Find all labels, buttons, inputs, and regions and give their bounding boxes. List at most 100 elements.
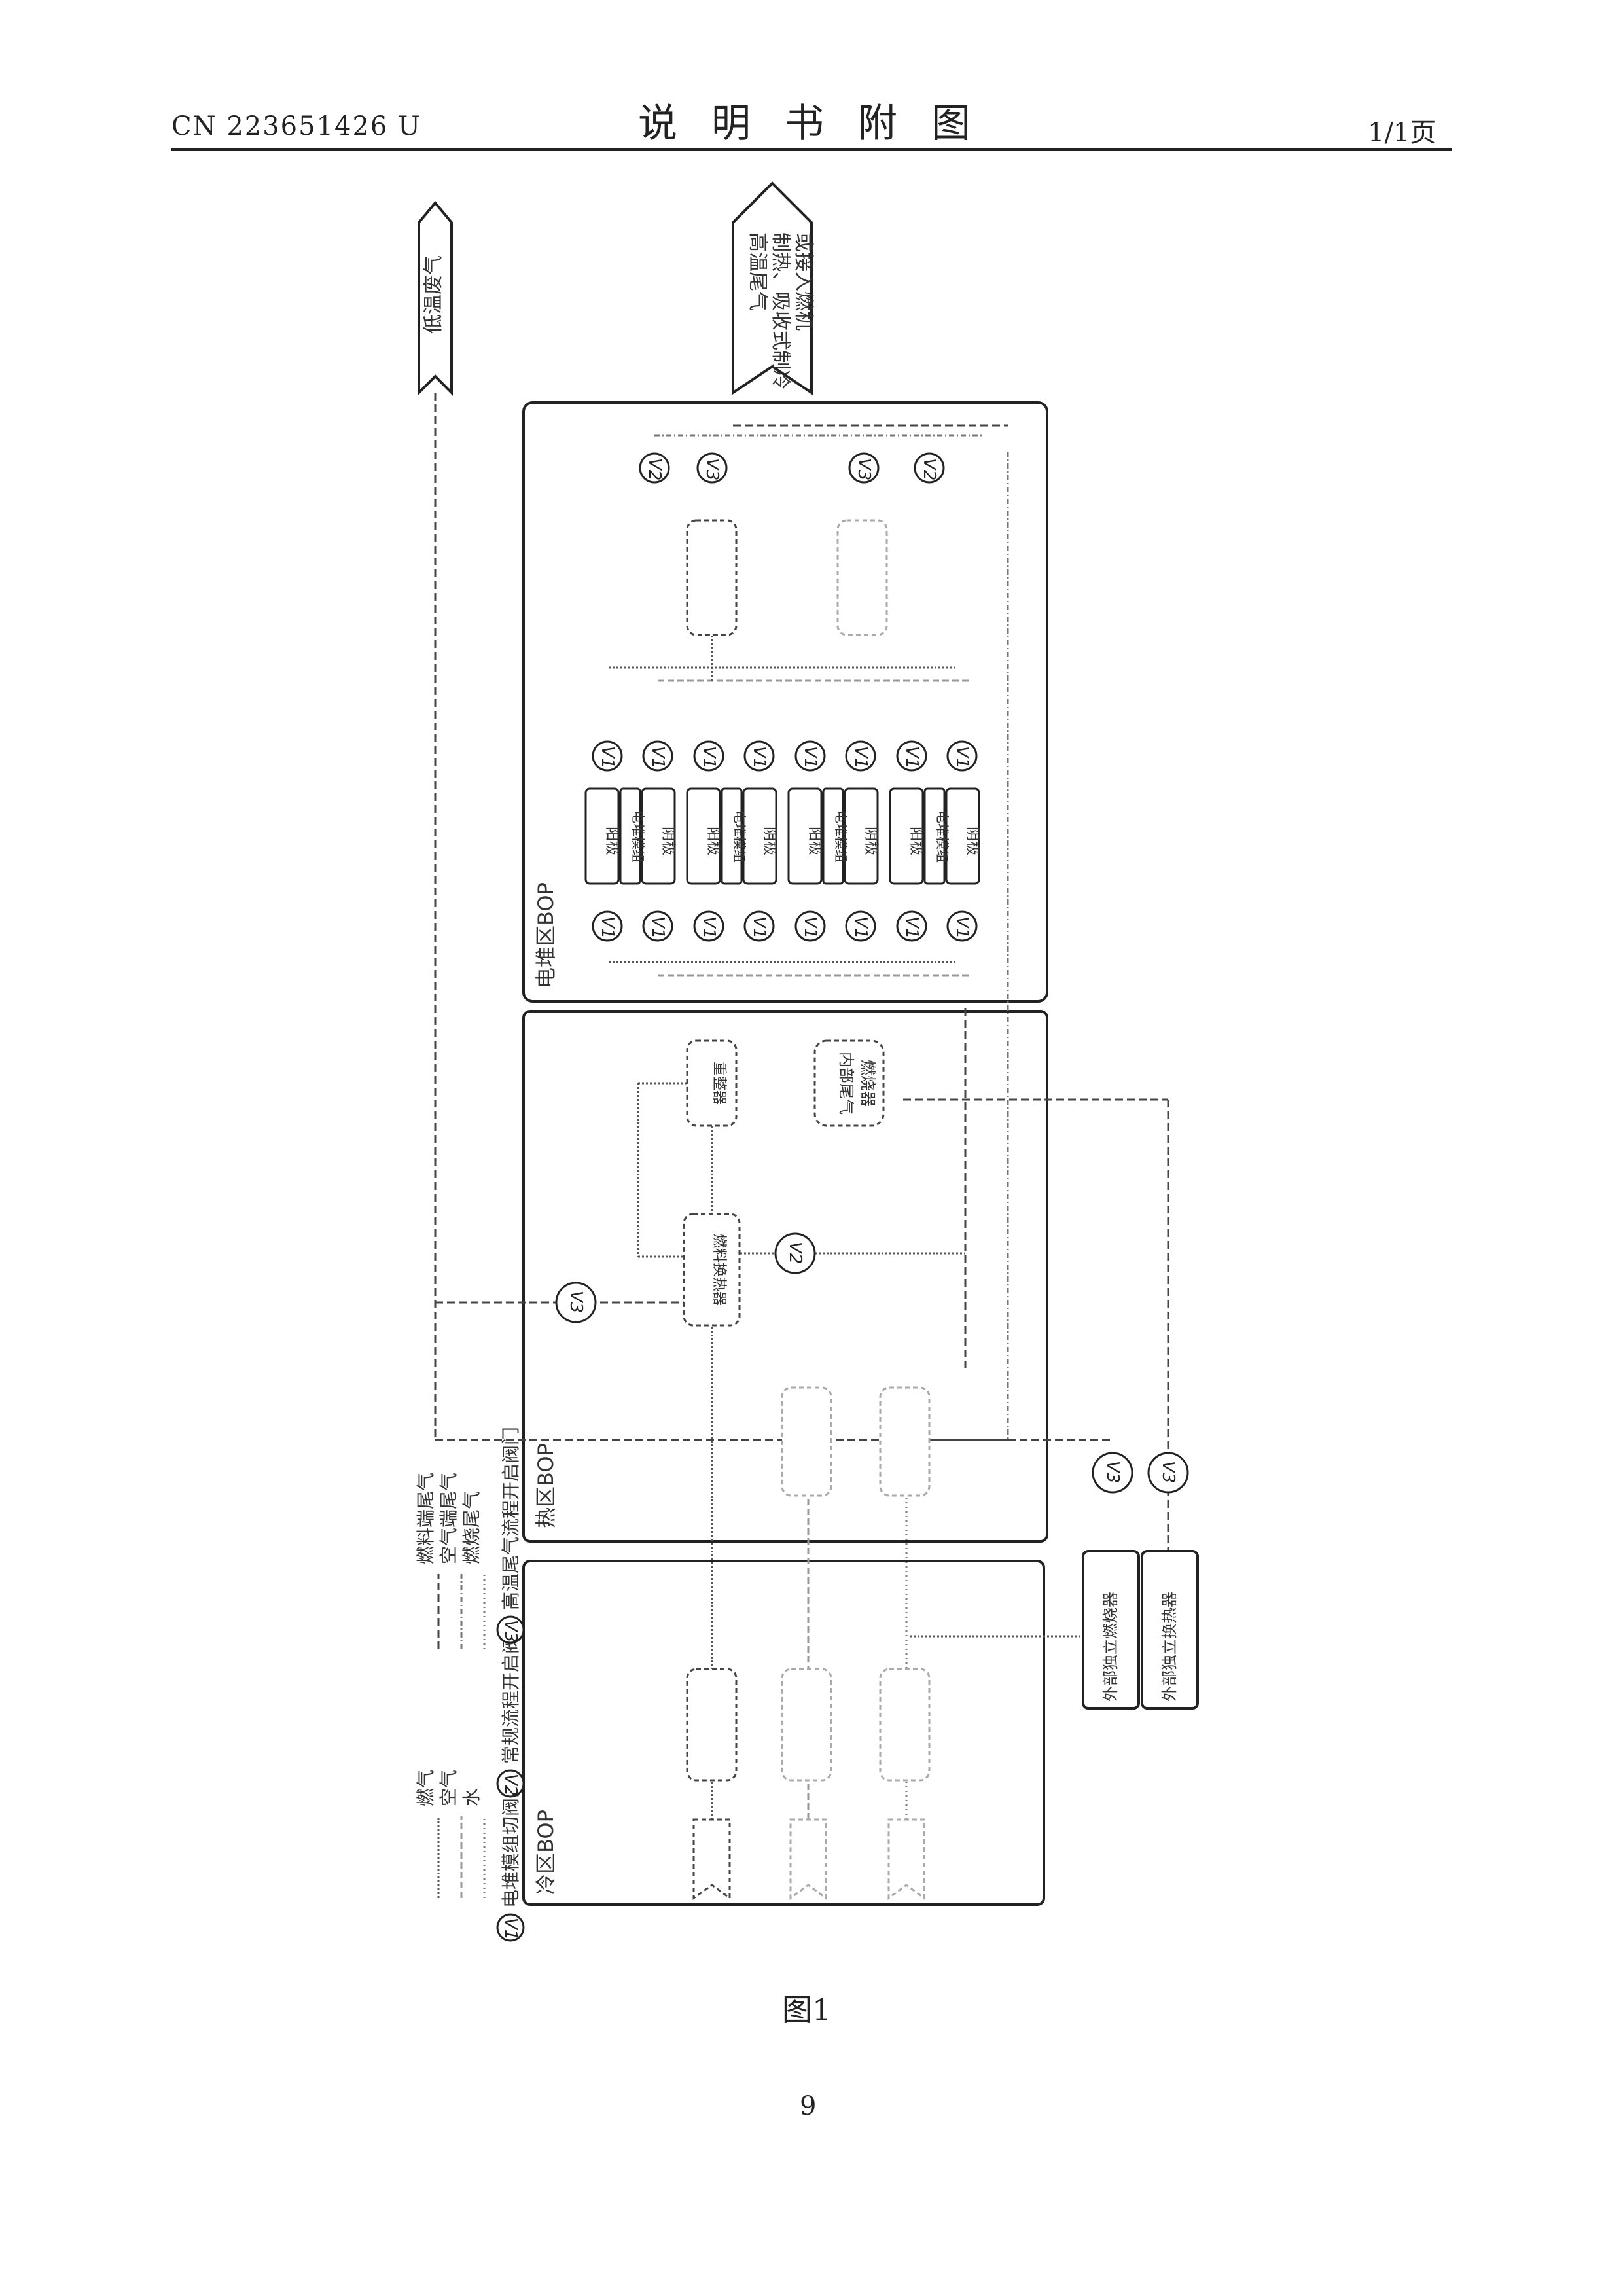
water-steam-generator [880, 1388, 929, 1496]
svg-text:V1: V1 [648, 746, 668, 768]
valve-v2-stack-2[interactable]: V2 [915, 454, 944, 482]
svg-text:V3: V3 [566, 1291, 586, 1313]
external-burner-label: 外部独立燃烧器 [1101, 1592, 1120, 1702]
air-preheater [782, 1388, 831, 1496]
cathode-2-label: 阴极 [761, 827, 777, 855]
cell-module-1: 阳极 电堆模组 阴极 [586, 789, 676, 884]
svg-text:V3: V3 [854, 458, 874, 480]
hot-zone-label: 热区BOP [533, 1443, 558, 1528]
valve-v1-in-6[interactable]: V1 [846, 912, 875, 941]
fuel-pretreatment [687, 1669, 736, 1780]
valve-v3-hot[interactable]: V3 [556, 1283, 596, 1322]
cell-module-2: 阳极 电堆模组 阴极 [687, 789, 777, 884]
legend-fuel: 燃气 [415, 1770, 437, 1806]
anode-3-label: 阳极 [806, 827, 823, 855]
legend-v1-icon: V1 [497, 1914, 524, 1941]
stack-zone-label: 电堆区BOP [533, 882, 558, 988]
svg-text:V1: V1 [501, 1918, 520, 1940]
valve-v1-out-6[interactable]: V1 [846, 742, 875, 770]
valve-v1-out-1[interactable]: V1 [593, 742, 622, 770]
valve-v1-out-7[interactable]: V1 [897, 742, 926, 770]
high-temp-line2: 制热、吸收式制冷 [769, 232, 792, 389]
valve-v2-hot[interactable]: V2 [776, 1234, 815, 1273]
fuel-inlet [694, 1820, 730, 1898]
anode-1-label: 阳极 [603, 827, 620, 855]
svg-text:V1: V1 [902, 746, 921, 768]
valve-v3-stack-1[interactable]: V3 [698, 454, 726, 482]
svg-text:V1: V1 [597, 746, 617, 768]
cathode-1-label: 阴极 [660, 827, 676, 855]
svg-text:V2: V2 [645, 458, 664, 480]
cold-zone-label: 冷区BOP [533, 1810, 558, 1895]
module-3-label: 电堆模组 [833, 810, 849, 863]
valve-v1-out-3[interactable]: V1 [694, 742, 723, 770]
valve-v1-out-2[interactable]: V1 [643, 742, 672, 770]
valve-v1-out-4[interactable]: V1 [745, 742, 774, 770]
valve-v1-in-8[interactable]: V1 [948, 912, 976, 941]
svg-text:V1: V1 [800, 746, 820, 768]
svg-text:V1: V1 [749, 916, 769, 939]
air-pretreatment [782, 1669, 831, 1780]
legend-v3-desc: 高温尾气流程开启阀门 [500, 1427, 522, 1610]
valve-v3-external-2[interactable]: V3 [1149, 1453, 1188, 1492]
low-temp-outlet: 低温废气 [419, 203, 452, 393]
high-temp-line3: 或接入燃机 [792, 232, 815, 331]
module-1-label: 电堆模组 [630, 810, 646, 863]
cell-module-3: 阳极 电堆模组 阴极 [789, 789, 879, 884]
svg-text:V2: V2 [919, 458, 939, 480]
svg-text:V1: V1 [800, 916, 820, 939]
valve-v1-in-1[interactable]: V1 [593, 912, 622, 941]
module-2-label: 电堆模组 [732, 810, 747, 863]
valve-v3-external-1[interactable]: V3 [1093, 1453, 1132, 1492]
svg-text:V2: V2 [785, 1242, 805, 1264]
legend-air-exhaust: 空气端尾气 [438, 1473, 459, 1564]
module-4-label: 电堆模组 [935, 810, 950, 863]
low-temp-label: 低温废气 [422, 255, 445, 334]
fuel-hx-label: 燃料换热器 [711, 1234, 727, 1306]
legend-fuel-exhaust: 燃料端尾气 [415, 1473, 437, 1564]
svg-text:V1: V1 [952, 746, 972, 768]
svg-text:V1: V1 [952, 916, 972, 939]
legend-water: 水 [461, 1788, 482, 1806]
svg-text:V1: V1 [902, 916, 921, 939]
svg-text:V1: V1 [597, 916, 617, 939]
valve-v1-in-5[interactable]: V1 [796, 912, 825, 941]
svg-text:V3: V3 [1158, 1461, 1178, 1483]
svg-text:V3: V3 [702, 458, 722, 480]
valve-v1-out-5[interactable]: V1 [796, 742, 825, 770]
figure-caption: 图1 [782, 1986, 831, 2030]
reformer-label: 重整器 [711, 1062, 727, 1105]
valve-v1-in-4[interactable]: V1 [745, 912, 774, 941]
svg-text:V1: V1 [749, 746, 769, 768]
legend-air: 空气 [438, 1770, 459, 1806]
legend-v1-desc: 电堆模组切阀门 [500, 1780, 522, 1908]
air-exhaust-device [838, 520, 887, 635]
svg-text:V1: V1 [648, 916, 668, 939]
cathode-3-label: 阴极 [863, 827, 879, 855]
valve-v1-in-2[interactable]: V1 [643, 912, 672, 941]
svg-text:V2: V2 [501, 1774, 520, 1796]
anode-2-label: 阳极 [705, 827, 721, 855]
valve-v3-stack-2[interactable]: V3 [849, 454, 878, 482]
fuel-exhaust-device [687, 520, 736, 635]
valve-v2-stack-1[interactable]: V2 [640, 454, 669, 482]
external-hx-label: 外部独立换热器 [1160, 1592, 1179, 1702]
valve-v1-out-8[interactable]: V1 [948, 742, 976, 770]
page-number: 9 [800, 2091, 816, 2121]
high-temp-line1: 高温尾气 [746, 232, 769, 311]
svg-text:V3: V3 [1103, 1461, 1122, 1483]
cell-module-4: 阳极 电堆模组 阴极 [890, 789, 980, 884]
svg-text:V3: V3 [501, 1620, 520, 1642]
anode-4-label: 阳极 [908, 827, 924, 855]
valve-v1-in-7[interactable]: V1 [897, 912, 926, 941]
svg-text:V1: V1 [851, 746, 870, 768]
legend-v2-icon: V2 [497, 1770, 524, 1797]
internal-burner-label2: 燃烧器 [859, 1060, 877, 1107]
stack-zone-box [524, 403, 1047, 1001]
valve-v1-in-3[interactable]: V1 [694, 912, 723, 941]
svg-text:V1: V1 [699, 916, 719, 939]
svg-text:V1: V1 [699, 746, 719, 768]
cathode-4-label: 阴极 [964, 827, 980, 855]
high-temp-outlet: 高温尾气 制热、吸收式制冷 或接入燃机 [733, 183, 815, 393]
